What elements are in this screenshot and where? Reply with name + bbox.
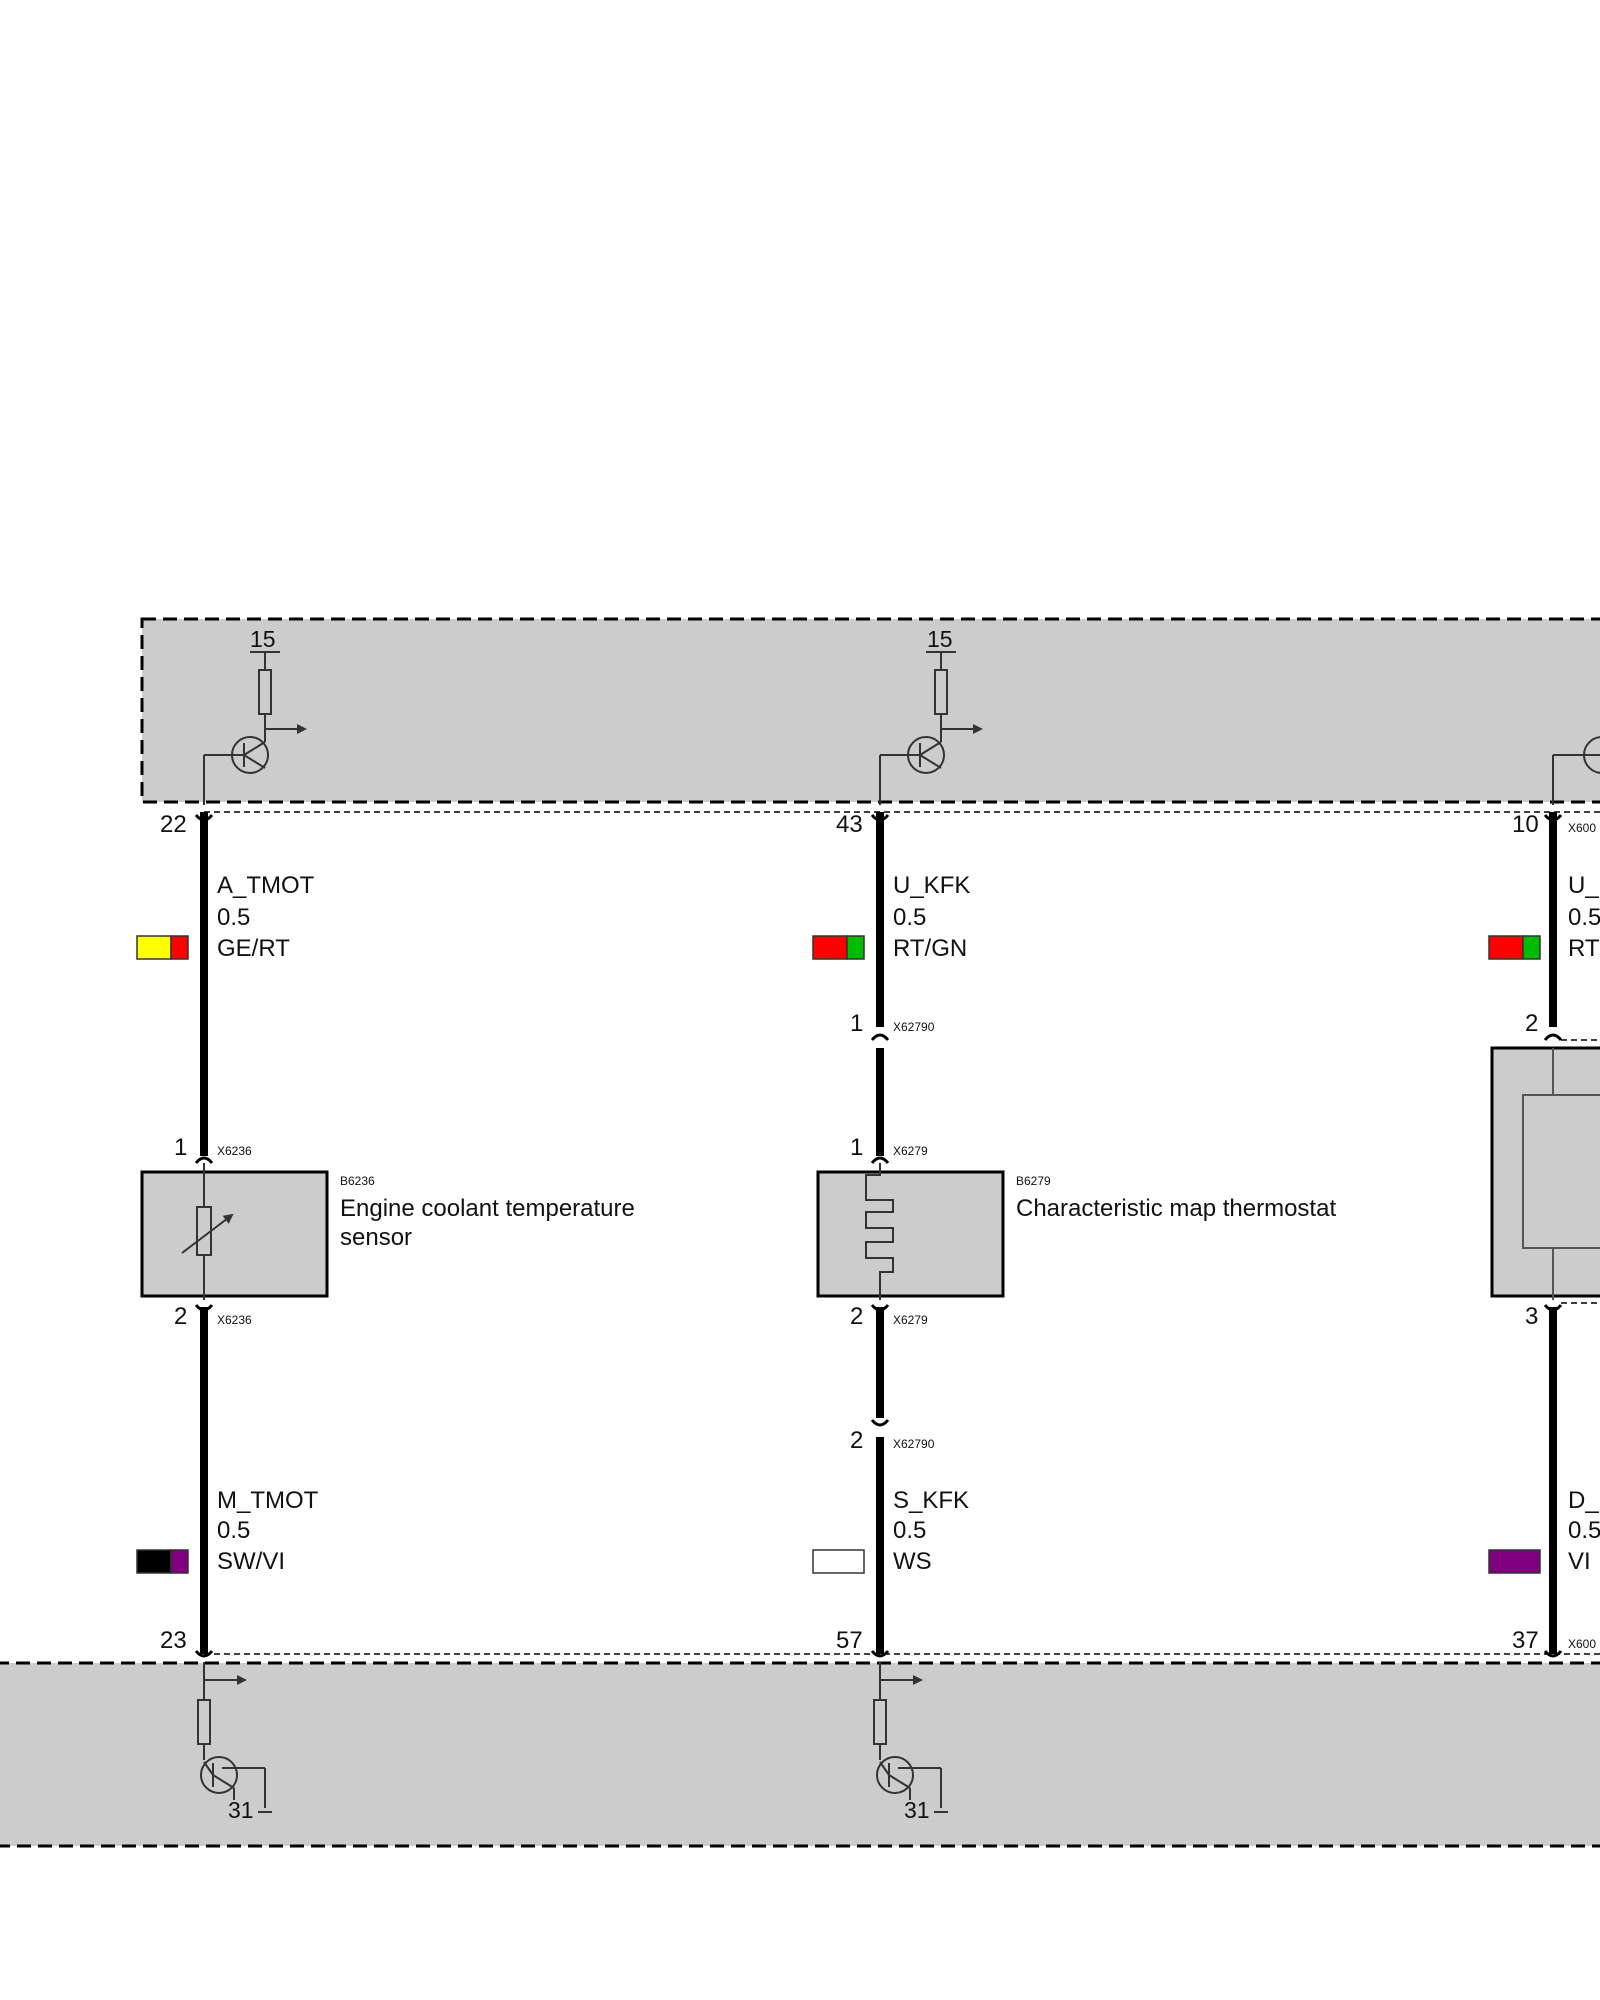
component-connector-bottom: X6236 [217, 1313, 252, 1327]
wire-color-swatch [1488, 935, 1541, 960]
wire-color-swatch [1488, 1549, 1541, 1574]
wire-color-swatch [812, 935, 865, 960]
signal-name: A_TMOT [217, 872, 315, 899]
top-driver-3 [1552, 736, 1600, 805]
component-pin-top: 1 [850, 1134, 863, 1161]
signal-name: U_KFK [893, 872, 970, 899]
wire-color-code: SW/VI [217, 1548, 285, 1575]
wire-gauge: 0.5 [1568, 904, 1600, 931]
wire-gauge: 0.5 [217, 1517, 250, 1544]
component-pin-bottom: 2 [174, 1303, 187, 1330]
wire-gauge: 0.5 [893, 904, 926, 931]
module-pin-top: 22 [160, 811, 187, 838]
component-box [816, 1170, 1005, 1298]
component-name-line2: sensor [340, 1224, 412, 1251]
ground-label: 31 [228, 1797, 254, 1823]
module-pin-top: 43 [836, 811, 863, 838]
wire-color-code: GE/RT [217, 935, 290, 962]
ground-label: 31 [904, 1797, 930, 1823]
module-pin-bottom: 23 [160, 1627, 187, 1654]
wire-color-swatch [136, 935, 189, 960]
component-connector-bottom: X6279 [893, 1313, 928, 1327]
component-pin-bottom: 3 [1525, 1303, 1538, 1330]
wire-gauge: 0.5 [217, 904, 250, 931]
module-pin-top: 10 [1512, 811, 1539, 838]
wire-gauge: 0.5 [1568, 1517, 1600, 1544]
top-driver-2: 15 [879, 626, 983, 805]
wire-color-code: RT/GN [893, 935, 967, 962]
component-pin-top: 2 [1525, 1010, 1538, 1037]
component-id: B6279 [1016, 1174, 1051, 1188]
module-pin-bottom: 37 [1512, 1627, 1539, 1654]
inline-pin-bottom: 2 [850, 1427, 863, 1454]
component-pin-top: 1 [174, 1134, 187, 1161]
signal-name: D_ [1568, 1487, 1599, 1514]
component-connector-top: X6236 [217, 1144, 252, 1158]
signal-name: M_TMOT [217, 1487, 319, 1514]
component-pin-bottom: 2 [850, 1303, 863, 1330]
module-connector-top: X600 [1568, 821, 1596, 835]
wire-color-code: VI [1568, 1548, 1591, 1575]
inline-pin-top: 1 [850, 1010, 863, 1037]
transistor-icon [1583, 736, 1600, 774]
heating-element-icon [865, 1163, 894, 1300]
transistor-icon [876, 1756, 914, 1794]
top-driver-1: 15 [203, 626, 307, 805]
component-id: B6236 [340, 1174, 375, 1188]
wire-gauge: 0.5 [893, 1517, 926, 1544]
wire-color-swatch [812, 1549, 865, 1574]
wire-color-code: RT [1568, 935, 1600, 962]
supply-label: 15 [250, 626, 276, 652]
bottom-control-module [0, 1661, 1600, 1848]
bottom-driver-1: 31 [197, 1662, 272, 1823]
circuit-3: 10 X600 37 X600 U_ 0.5 RT 2 3 D_ 0.5 VI [1488, 736, 1600, 1654]
variable-resistor-icon [181, 1163, 234, 1300]
supply-label: 15 [927, 626, 953, 652]
component-box [1490, 1046, 1600, 1298]
module-connector-bottom: X600 [1568, 1637, 1596, 1651]
module-pin-bottom: 57 [836, 1627, 863, 1654]
module-junctions [194, 814, 1563, 1658]
bottom-driver-2: 31 [873, 1662, 948, 1823]
signal-name: U_ [1568, 872, 1599, 899]
circuit-1: 15 22 23 A_TMOT 0.5 GE/RT 1 X6236 [136, 626, 635, 1823]
component-box [140, 1170, 329, 1298]
top-control-module [140, 617, 1600, 804]
component-connector-top: X6279 [893, 1144, 928, 1158]
wire-color-swatch [136, 1549, 189, 1574]
transistor-icon [200, 1756, 238, 1794]
component-name-line1: Characteristic map thermostat [1016, 1195, 1336, 1222]
inline-connector-id: X62790 [893, 1020, 935, 1034]
wire-color-code: WS [893, 1548, 932, 1575]
signal-name: S_KFK [893, 1487, 969, 1514]
component-name-line1: Engine coolant temperature [340, 1195, 635, 1222]
inline-connector-id: X62790 [893, 1437, 935, 1451]
circuit-2: 15 43 57 U_KFK 0.5 RT/GN 1 X62790 [812, 626, 1336, 1823]
component-inner-box [1522, 1094, 1600, 1249]
